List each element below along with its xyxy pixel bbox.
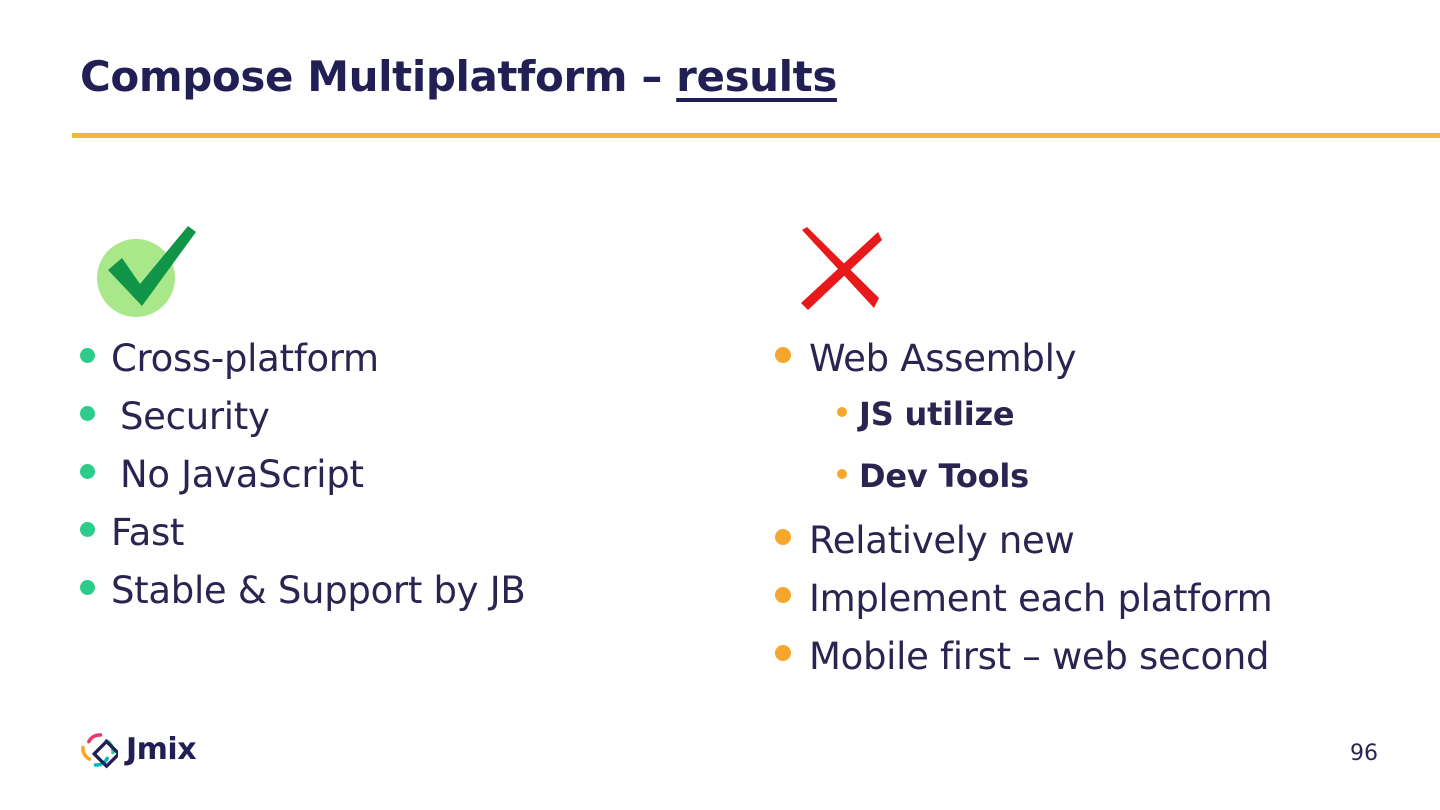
bullet-dot-icon: [80, 348, 95, 363]
cons-item-label: Implement each platform: [809, 577, 1273, 620]
bullet-dot-icon: [775, 587, 791, 603]
title-divider-rule: [72, 133, 1440, 138]
bullet-dot-icon: [775, 347, 791, 363]
cons-item-label: Relatively new: [809, 519, 1075, 562]
list-item: Security: [80, 398, 700, 456]
cons-item-label: Mobile first – web second: [809, 635, 1270, 678]
cons-item-label: Web Assembly: [809, 337, 1077, 380]
page-number: 96: [1350, 741, 1378, 766]
list-item-sub: JS utilize: [775, 398, 1415, 460]
pros-item-label: Fast: [111, 511, 185, 554]
bullet-dot-icon: [80, 522, 95, 537]
list-item: No JavaScript: [80, 456, 700, 514]
red-cross-icon: [801, 227, 882, 310]
list-item: Fast: [80, 514, 700, 572]
pros-item-label: Security: [120, 395, 270, 438]
cons-subitem-label: Dev Tools: [859, 457, 1030, 495]
bullet-dot-icon: [775, 645, 791, 661]
pros-item-label: Cross-platform: [111, 337, 379, 380]
page-title-main: Compose Multiplatform –: [80, 52, 677, 101]
list-item-sub: Dev Tools: [775, 460, 1415, 522]
pros-list: Cross-platform Security No JavaScript Fa…: [80, 340, 700, 630]
pros-item-label: No JavaScript: [120, 453, 364, 496]
cons-list: Web Assembly JS utilize Dev Tools Relati…: [775, 340, 1415, 696]
green-check-icon: [97, 226, 196, 317]
page-title: Compose Multiplatform – results: [80, 52, 837, 101]
bullet-dot-icon: [837, 469, 847, 479]
page-title-emphasis: results: [676, 52, 837, 101]
bullet-dot-icon: [80, 580, 95, 595]
list-item: Implement each platform: [775, 580, 1415, 638]
bullet-dot-icon: [80, 464, 95, 479]
list-item: Stable & Support by JB: [80, 572, 700, 630]
list-item: Cross-platform: [80, 340, 700, 398]
jmix-logo-wordmark: Jmix: [126, 732, 197, 767]
list-item: Mobile first – web second: [775, 638, 1415, 696]
pros-item-label: Stable & Support by JB: [111, 569, 526, 612]
jmix-logo: Jmix: [78, 730, 197, 770]
jmix-logo-mark-icon: [81, 733, 118, 769]
bullet-dot-icon: [837, 407, 847, 417]
bullet-dot-icon: [775, 529, 791, 545]
cons-subitem-label: JS utilize: [859, 395, 1015, 433]
bullet-dot-icon: [80, 406, 95, 421]
list-item: Web Assembly: [775, 340, 1415, 398]
list-item: Relatively new: [775, 522, 1415, 580]
